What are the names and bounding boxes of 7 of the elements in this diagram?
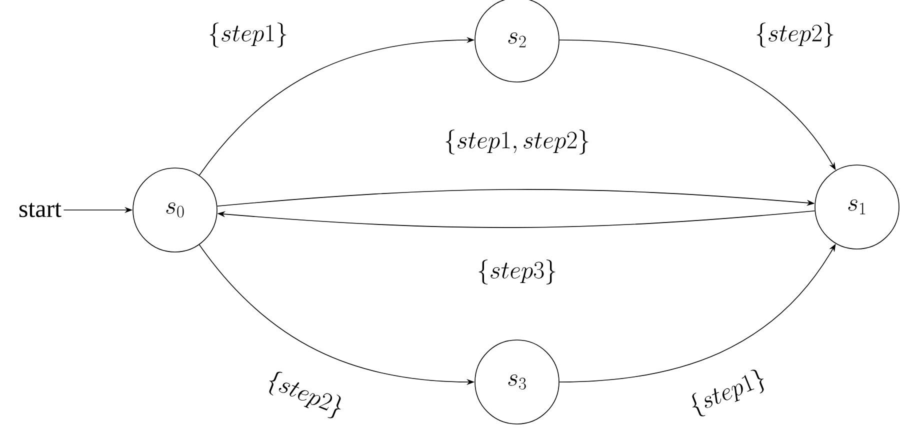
edge-label: $\{step1, step2\}$ [442,128,592,156]
edge-label: $\{step1\}$ [206,20,290,50]
edge-label: $\{step2\}$ [752,20,838,50]
start-label: start [20,202,62,218]
edge-label: $\{step3\}$ [474,258,560,286]
edge-label: $\{step2\}$ [260,366,350,424]
edge-label: $\{step1\}$ [684,364,772,422]
